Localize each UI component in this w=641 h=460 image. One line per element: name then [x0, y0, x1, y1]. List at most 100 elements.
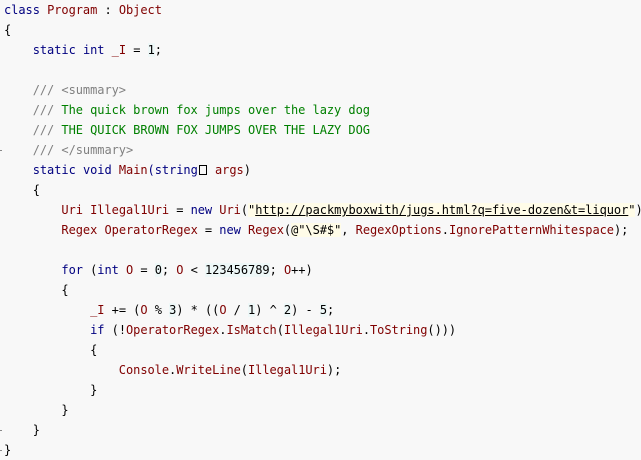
type-name: Uri [61, 203, 83, 217]
operator: / [226, 303, 249, 317]
brace: } [90, 383, 98, 397]
url-link[interactable]: http://packmyboxwith/jugs.html?q=five-do… [255, 203, 629, 217]
indent [4, 423, 33, 437]
number: 123456789 [205, 263, 270, 277]
code-line-2: { [4, 20, 641, 40]
param-name: args [214, 163, 244, 177]
fold-marker-icon[interactable] [0, 150, 2, 151]
doc-comment-slashes: /// [32, 83, 62, 97]
brace: } [32, 423, 40, 437]
operator: ++) [291, 263, 313, 277]
code-line-11: Uri Illegal1Uri = new Uri("http://packmy… [4, 200, 641, 220]
brace: { [4, 23, 12, 37]
punct: ); [635, 203, 641, 217]
fold-marker-icon[interactable] [0, 450, 2, 451]
operator: = [197, 223, 220, 237]
code-line-1: class Program : Object [4, 0, 641, 20]
enum-value: IgnorePatternWhitespace [448, 223, 614, 237]
doc-comment-text: The quick brown fox jumps over the lazy … [61, 103, 370, 117]
brace: } [61, 403, 69, 417]
variable-name: O [176, 263, 184, 277]
punct: ; [327, 303, 335, 317]
indent [4, 143, 33, 157]
punct: ) [243, 163, 251, 177]
code-line-3: static int _I = 1; [4, 40, 641, 60]
indent [4, 383, 90, 397]
indent [4, 123, 33, 137]
number: 1 [248, 303, 256, 317]
variable-name: O [219, 303, 227, 317]
operator: ) ^ [255, 303, 284, 317]
string-literal: @"\S#$" [291, 223, 342, 237]
doc-comment-slashes: /// [32, 143, 62, 157]
keyword: new [219, 223, 241, 237]
operator: ) - [291, 303, 320, 317]
fold-marker-icon[interactable] [0, 430, 2, 431]
variable-name: Illegal1Uri [247, 363, 327, 377]
keyword: new [190, 203, 213, 217]
method-name: WriteLine [176, 363, 241, 377]
punct: . [219, 323, 227, 337]
number: 0 [154, 263, 162, 277]
method-name: Main [118, 163, 148, 177]
code-line-23: } [0, 440, 641, 460]
indent [4, 183, 33, 197]
code-line-6: /// The quick brown fox jumps over the l… [4, 100, 641, 120]
constructor-name: Regex [248, 223, 284, 237]
indent [4, 43, 33, 57]
brace: { [90, 343, 98, 357]
keyword: int [97, 263, 119, 277]
enum-type: RegexOptions [355, 223, 442, 237]
keyword: for [61, 263, 83, 277]
variable-name: Illegal1Uri [90, 203, 170, 217]
punct: . [169, 363, 177, 377]
variable-name: O [283, 263, 292, 277]
punct: ; [154, 43, 162, 57]
code-line-19: Console.WriteLine(Illegal1Uri); [4, 360, 641, 380]
punct: ); [326, 363, 342, 377]
indent [4, 323, 90, 337]
punct: ; [161, 263, 177, 277]
punct: : [97, 3, 119, 17]
keyword: static [32, 43, 76, 57]
code-line-13 [4, 240, 641, 260]
number: 1 [147, 43, 155, 57]
indent [4, 83, 33, 97]
number: 3 [169, 303, 177, 317]
punct: ( [82, 263, 98, 277]
number: 5 [319, 303, 327, 317]
operator: < [183, 263, 205, 277]
code-line-12: Regex OperatorRegex = new Regex(@"\S#$",… [4, 220, 641, 240]
doc-comment-text: THE QUICK BROWN FOX JUMPS OVER THE LAZY … [61, 123, 370, 137]
variable-name: OperatorRegex [104, 223, 198, 237]
punct: ( [240, 203, 249, 217]
field-name: _I [111, 43, 127, 57]
method-name: ToString [370, 323, 428, 337]
indent [4, 283, 61, 297]
indent [4, 363, 119, 377]
method-name: IsMatch [226, 323, 277, 337]
indent [4, 103, 33, 117]
keyword: class [4, 3, 40, 17]
class-name: Program [47, 3, 98, 17]
code-line-7: /// THE QUICK BROWN FOX JUMPS OVER THE L… [4, 120, 641, 140]
punct: ( [147, 163, 155, 177]
doc-comment-slashes: /// [32, 103, 62, 117]
punct: . [362, 323, 370, 337]
keyword: int [82, 43, 105, 57]
keyword: static [32, 163, 76, 177]
punct: ( [240, 363, 248, 377]
doc-comment-tag: </summary> [61, 143, 134, 157]
class-name: Console [118, 363, 170, 377]
variable-name: Illegal1Uri [283, 323, 363, 337]
code-line-8: /// </summary> [0, 140, 641, 160]
type-name: Regex [61, 223, 98, 237]
variable-name: O [126, 263, 134, 277]
code-line-10: { [4, 180, 641, 200]
code-line-5: /// <summary> [4, 80, 641, 100]
brace: { [61, 283, 69, 297]
code-line-21: } [4, 400, 641, 420]
variable-name: O [140, 303, 148, 317]
operator: = [126, 43, 148, 57]
